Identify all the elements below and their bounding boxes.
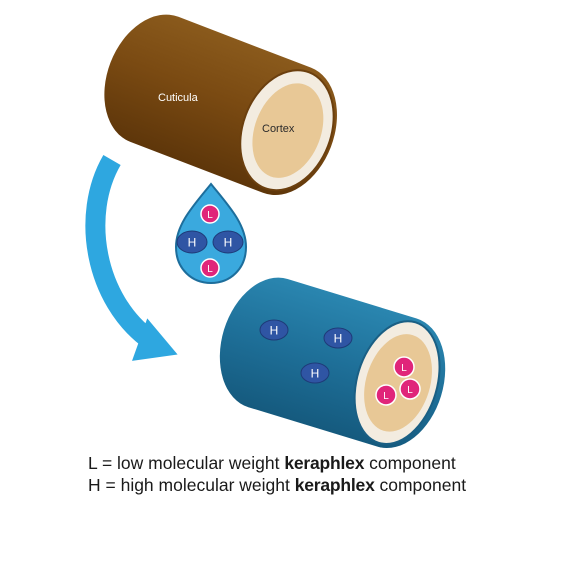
keraphlex-droplet: L H H L <box>174 182 248 285</box>
core-molecule-l-label: L <box>401 363 407 374</box>
droplet-molecule-h-label: H <box>224 236 233 250</box>
cortex-label: Cortex <box>262 123 295 135</box>
hair-before-cortex <box>252 83 324 178</box>
droplet-molecule-l: L <box>200 204 220 224</box>
cuticula-label: Cuticula <box>158 92 199 104</box>
legend-low: L = low molecular weight keraphlex compo… <box>88 452 466 474</box>
surface-molecule-h-label: H <box>270 324 279 338</box>
legend-high-prefix: H = high molecular weight <box>88 475 295 495</box>
surface-molecule-h: H <box>259 319 289 341</box>
legend-low-suffix: component <box>364 453 456 473</box>
legend-high-brand: keraphlex <box>294 475 375 495</box>
droplet-molecule-h: H <box>212 230 244 254</box>
surface-molecule-h-label: H <box>311 367 320 381</box>
core-molecule-l-label: L <box>383 391 389 402</box>
core-molecule-l: L <box>375 384 397 406</box>
surface-molecule-h: H <box>323 327 353 349</box>
legend-low-prefix: L = low molecular weight <box>88 453 285 473</box>
droplet-molecule-h-label: H <box>188 236 197 250</box>
legend-high: H = high molecular weight keraphlex comp… <box>88 474 466 496</box>
droplet-molecule-l-label: L <box>207 210 213 221</box>
core-molecule-l: L <box>399 378 421 400</box>
droplet-molecule-h: H <box>176 230 208 254</box>
surface-molecule-h: H <box>300 362 330 384</box>
droplet-molecule-l-label: L <box>207 264 213 275</box>
surface-molecule-h-label: H <box>334 332 343 346</box>
droplet-molecule-l: L <box>200 258 220 278</box>
legend-low-brand: keraphlex <box>284 453 365 473</box>
legend: L = low molecular weight keraphlex compo… <box>88 452 466 496</box>
core-molecule-l: L <box>393 356 415 378</box>
legend-high-suffix: component <box>374 475 467 495</box>
treatment-arrow <box>85 154 178 361</box>
hair-after-cortex <box>364 334 432 432</box>
core-molecule-l-label: L <box>407 385 413 396</box>
hair-before-cylinder: Cuticula Cortex <box>104 14 337 195</box>
